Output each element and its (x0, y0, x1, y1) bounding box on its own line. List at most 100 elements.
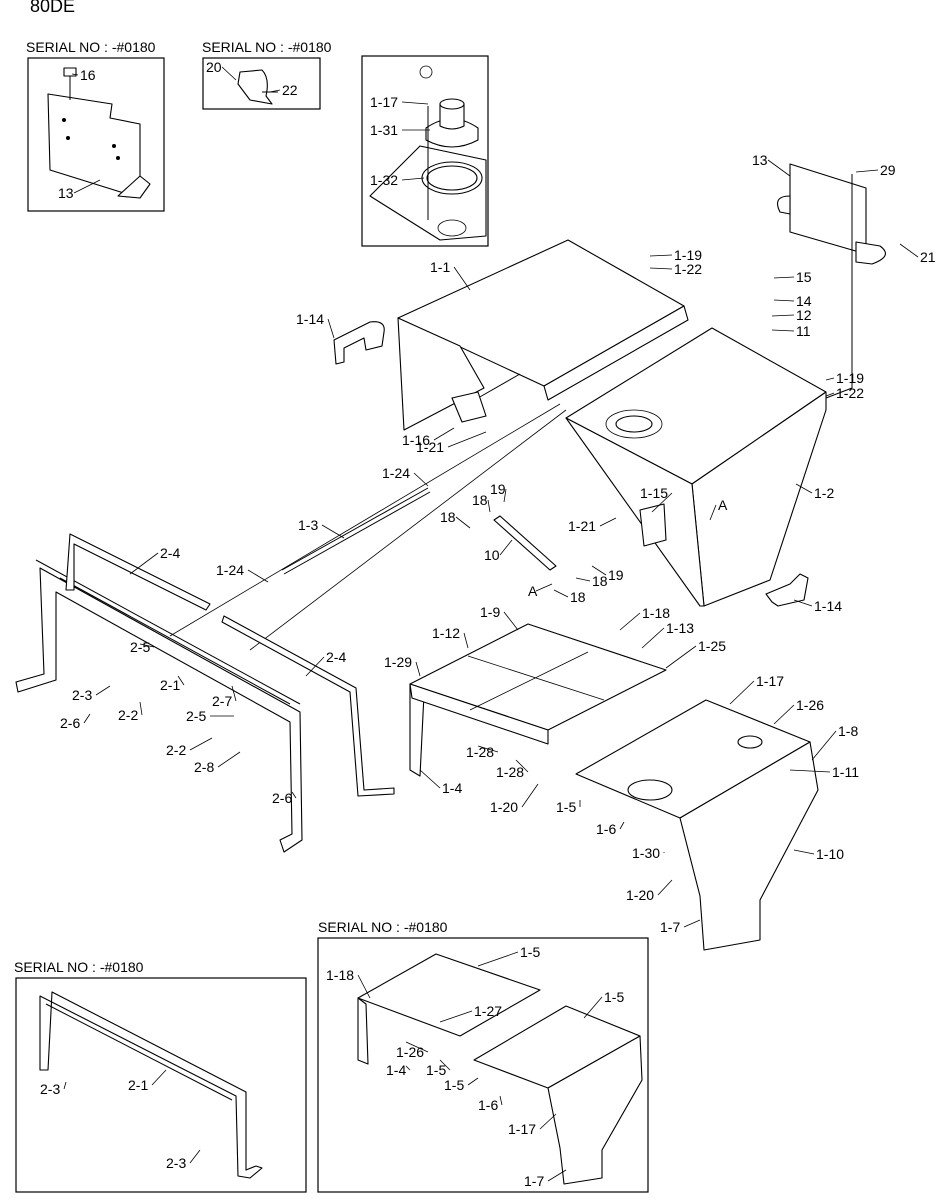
leader-line (553, 589, 569, 598)
leader-line (95, 685, 111, 696)
leader-line (189, 1149, 201, 1164)
leader-line (499, 539, 513, 556)
part-callout-18: 18 (472, 492, 488, 508)
part-callout-1-13: 1-13 (666, 620, 694, 636)
part-callout-2-3: 2-3 (72, 687, 92, 703)
leader-line (405, 1041, 429, 1053)
inset-small-plate: SERIAL NO : -#0180 (202, 39, 332, 110)
frame-rail (65, 533, 211, 611)
part-callout-1-6: 1-6 (596, 821, 616, 837)
leader-line (357, 974, 371, 999)
part-callout-1-16: 1-16 (402, 432, 430, 448)
part-callout-1-5: 1-5 (604, 989, 624, 1005)
leader-line (499, 1095, 503, 1106)
part-callout-1-12: 1-12 (432, 625, 460, 641)
part-callout-2-2: 2-2 (166, 742, 186, 758)
leader-line (657, 879, 673, 896)
inset-frame-5 (317, 937, 649, 1193)
part-callout-20: 20 (206, 59, 222, 75)
leader-line (401, 101, 429, 105)
leader-line (453, 266, 471, 291)
leader-line (547, 1169, 567, 1182)
leader-line (415, 661, 421, 677)
leader-line (729, 680, 755, 705)
bracket-plate (47, 93, 141, 199)
part-callout-1-19: 1-19 (674, 247, 702, 263)
leader-line (683, 919, 701, 928)
part-callout-13: 13 (752, 152, 768, 168)
inset-frame-3 (361, 55, 489, 247)
leader-line (247, 569, 269, 583)
leader-line (447, 431, 487, 448)
part-callout-1-18: 1-18 (642, 605, 670, 621)
serial-header-4: SERIAL NO : -#0180 (318, 919, 448, 935)
leader-line (855, 169, 879, 173)
part-callout-19: 19 (608, 567, 624, 583)
part-callout-2-5: 2-5 (130, 639, 150, 655)
inset-bracket-early: SERIAL NO : -#0180 (26, 39, 165, 212)
part-callout-1-18: 1-18 (326, 967, 354, 983)
leader-line (455, 516, 471, 529)
part-callout-2-3: 2-3 (166, 1155, 186, 1171)
leader-line (177, 675, 185, 686)
serial-header-2: SERIAL NO : -#0180 (202, 39, 332, 55)
part-callout-1-30: 1-30 (632, 845, 660, 861)
rear-bracket-plate (789, 163, 867, 255)
leader-line (327, 318, 335, 339)
part-callout-1-19: 1-19 (836, 370, 864, 386)
part-callout-1-7: 1-7 (524, 1173, 544, 1189)
part-callout-1-6: 1-6 (478, 1097, 498, 1113)
leader-line (649, 254, 673, 257)
leader-line (419, 769, 441, 789)
leader-line (619, 821, 625, 830)
leader-line (515, 759, 529, 773)
top-cover (397, 239, 689, 431)
leader-line (463, 632, 469, 649)
part-callout-1-22: 1-22 (836, 385, 864, 401)
leader-line (73, 179, 101, 194)
inset-frame-1 (27, 57, 165, 212)
part-callout-29: 29 (880, 162, 896, 178)
part-callout-1-5: 1-5 (444, 1077, 464, 1093)
part-callout-1-4: 1-4 (386, 1062, 406, 1078)
leader-line (439, 1059, 451, 1071)
part-callout-1-5: 1-5 (520, 944, 540, 960)
leader-line (413, 472, 429, 487)
part-callout-1-26: 1-26 (396, 1044, 424, 1060)
leader-line (305, 656, 325, 677)
part-callout-1-22: 1-22 (674, 261, 702, 277)
part-callout-1-27: 1-27 (474, 1003, 502, 1019)
vent-grille (605, 409, 663, 439)
leader-line (649, 267, 673, 270)
part-callout-1-24: 1-24 (382, 465, 410, 481)
part-callout-a: A (528, 583, 538, 599)
leader-line (405, 1065, 411, 1071)
leader-line (825, 377, 835, 381)
part-callout-13: 13 (58, 185, 74, 201)
leader-line (269, 89, 281, 93)
part-callout-1-28: 1-28 (466, 744, 494, 760)
part-callout-1-11: 1-11 (832, 764, 859, 780)
part-callout-2-6: 2-6 (272, 790, 292, 806)
leader-line (71, 73, 79, 76)
leader-line (521, 783, 539, 808)
part-callout-18: 18 (592, 573, 608, 589)
side-cover (565, 327, 827, 607)
part-callout-1-10: 1-10 (816, 846, 844, 862)
part-callout-1-3: 1-3 (298, 517, 318, 533)
leader-line (665, 645, 697, 669)
hinge (451, 391, 487, 423)
handle-right (765, 573, 809, 607)
leader-line (767, 159, 791, 177)
part-callout-1-2: 1-2 (814, 485, 834, 501)
part-callout-22: 22 (282, 82, 298, 98)
part-callout-2-8: 2-8 (194, 759, 214, 775)
leader-line (899, 243, 919, 258)
leader-line (63, 1081, 67, 1090)
part-callout-1-17: 1-17 (756, 673, 784, 689)
leader-line (503, 488, 507, 503)
leader-line (773, 299, 795, 302)
part-callout-21: 21 (920, 249, 936, 265)
part-callout-1-5: 1-5 (556, 799, 576, 815)
